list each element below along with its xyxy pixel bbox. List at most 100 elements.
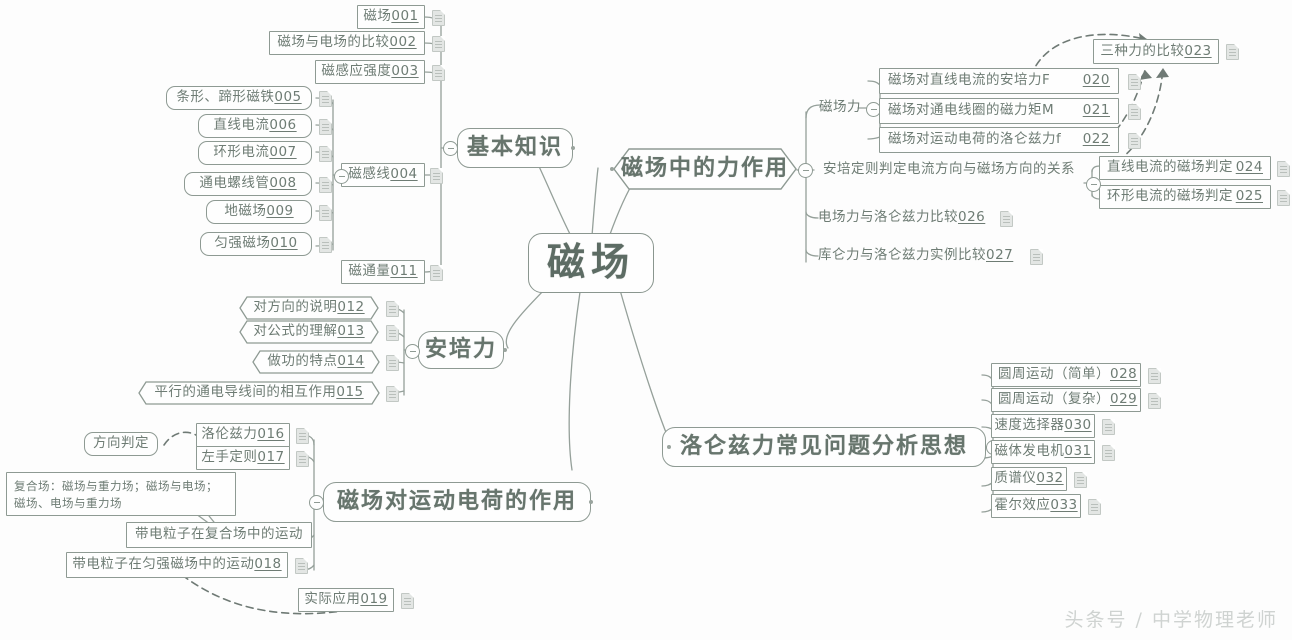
node-028[interactable]: 圆周运动（简单）028 xyxy=(991,363,1141,387)
doc-icon-031[interactable] xyxy=(1102,445,1115,461)
doc-icon-007[interactable] xyxy=(319,146,332,162)
doc-icon-030[interactable] xyxy=(1102,419,1115,435)
doc-icon-014[interactable] xyxy=(386,355,399,371)
doc-icon-033[interactable] xyxy=(1088,499,1101,515)
collapse-toggle-moving-charge[interactable] xyxy=(309,495,324,510)
watermark-text: 头条号 / 中学物理老师 xyxy=(1064,609,1278,631)
branch-magnetic-force-action[interactable]: 磁场中的力作用 xyxy=(613,148,797,190)
doc-icon-011[interactable] xyxy=(430,265,443,281)
branch-lorentz-analysis[interactable]: 洛仑兹力常见问题分析思想 xyxy=(662,427,986,467)
doc-icon-015[interactable] xyxy=(386,386,399,402)
doc-icon-025[interactable] xyxy=(1277,190,1290,206)
doc-icon-016[interactable] xyxy=(296,428,309,444)
doc-icon-006[interactable] xyxy=(319,119,332,135)
branch-anchor-moving-charge xyxy=(589,500,593,504)
node-020-label: 磁场对直线电流的安培力F xyxy=(888,72,1051,89)
doc-icon-028[interactable] xyxy=(1148,368,1161,384)
doc-icon-012[interactable] xyxy=(386,301,399,317)
doc-icon-002[interactable] xyxy=(432,36,445,52)
branch-basic-knowledge[interactable]: 基本知识 xyxy=(457,128,573,168)
node-charge-in-composite[interactable]: 带电粒子在复合场中的运动 xyxy=(126,522,312,548)
node-ampere-rule[interactable]: 安培定则判定电流方向与磁场方向的关系 xyxy=(814,158,1084,182)
node-006-label: 直线电流 xyxy=(213,117,270,134)
doc-icon-027[interactable] xyxy=(1030,249,1043,265)
doc-icon-022[interactable] xyxy=(1128,133,1141,149)
collapse-toggle-ampere[interactable] xyxy=(405,344,420,359)
branch-anchor-basic xyxy=(571,146,575,150)
node-019-code: 019 xyxy=(360,591,388,608)
node-010-code: 010 xyxy=(270,235,298,252)
collapse-toggle-force[interactable] xyxy=(798,163,813,178)
node-006-code: 006 xyxy=(269,117,297,134)
node-031-label: 磁体发电机 xyxy=(994,443,1065,460)
doc-icon-004[interactable] xyxy=(430,168,443,184)
node-015-code: 015 xyxy=(336,384,364,401)
central-node[interactable]: 磁场 xyxy=(528,233,654,293)
doc-icon-017[interactable] xyxy=(296,451,309,467)
node-021-label: 磁场对通电线圈的磁力矩M xyxy=(888,102,1055,119)
group-label-direction-judge[interactable]: 方向判定 xyxy=(84,432,158,456)
doc-icon-013[interactable] xyxy=(386,325,399,341)
node-024-code: 024 xyxy=(1235,159,1263,176)
doc-icon-023[interactable] xyxy=(1226,44,1239,60)
hexagon-shape-014 xyxy=(252,350,380,374)
branch-ampere-force[interactable]: 安培力 xyxy=(418,331,504,369)
node-007-code: 007 xyxy=(269,144,297,161)
doc-icon-019[interactable] xyxy=(401,593,414,609)
collapse-toggle-basic-knowledge[interactable] xyxy=(443,141,458,156)
doc-icon-020[interactable] xyxy=(1128,74,1141,90)
doc-icon-032[interactable] xyxy=(1074,472,1087,488)
collapse-toggle-004[interactable] xyxy=(334,169,349,184)
doc-icon-003[interactable] xyxy=(432,65,445,81)
node-composite-field[interactable]: 复合场：磁场与重力场；磁场与电场； 磁场、电场与重力场 xyxy=(6,472,236,516)
doc-icon-005[interactable] xyxy=(319,91,332,107)
node-023-code: 023 xyxy=(1184,42,1212,59)
doc-icon-026[interactable] xyxy=(1000,211,1013,227)
node-013-label: 对公式的理解 xyxy=(253,323,338,340)
node-029[interactable]: 圆周运动（复杂）029 xyxy=(991,388,1141,412)
doc-icon-018[interactable] xyxy=(295,558,308,574)
doc-icon-001[interactable] xyxy=(432,10,445,26)
node-014-code: 014 xyxy=(337,353,365,370)
doc-icon-029[interactable] xyxy=(1148,393,1161,409)
node-030-label: 速度选择器 xyxy=(994,417,1065,434)
doc-icon-024[interactable] xyxy=(1277,161,1290,177)
doc-icon-010[interactable] xyxy=(319,237,332,253)
doc-icon-009[interactable] xyxy=(319,205,332,221)
doc-icon-008[interactable] xyxy=(319,177,332,193)
branch-moving-charge[interactable]: 磁场对运动电荷的作用 xyxy=(323,482,591,522)
collapse-toggle-ampere-rule[interactable] xyxy=(1086,177,1101,192)
doc-icon-021[interactable] xyxy=(1128,104,1141,120)
